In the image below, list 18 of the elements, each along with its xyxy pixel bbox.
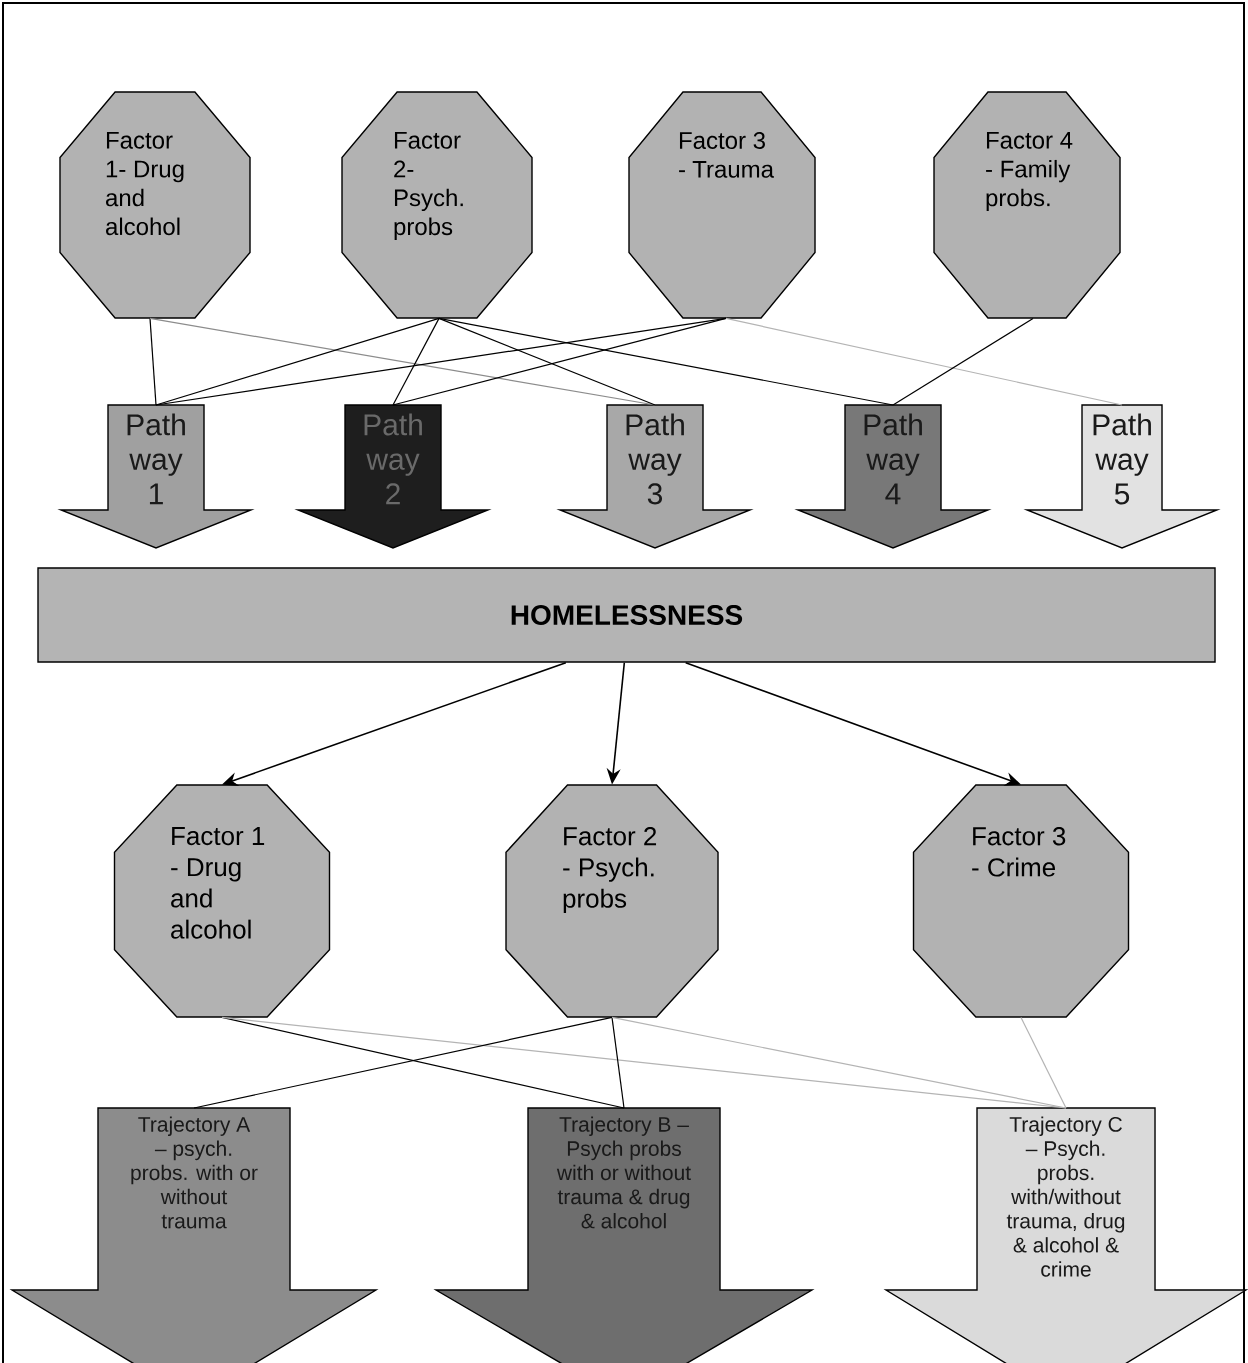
octagon: Factor 4 - Family probs. [933,91,1121,319]
connector [392,317,727,406]
banner: HOMELESSNESS [37,567,1216,663]
octagon: Factor 1- Drug and alcohol [59,91,251,319]
connector [611,1016,625,1109]
connector [438,317,894,406]
connector [1020,1016,1067,1109]
octagon: Factor 2 - Psych. probs [505,784,719,1018]
connector [611,1016,1067,1109]
connector [725,317,1123,406]
connector [392,317,440,406]
connector [149,317,157,406]
connector [892,317,1034,406]
octagon: Factor 3 - Crime [912,784,1130,1018]
connector [438,317,656,406]
octagon: Factor 1 - Drug and alcohol [113,784,331,1018]
octagon: Factor 3 - Trauma [628,91,816,319]
octagon: Factor 2- Psych. probs [341,91,533,319]
